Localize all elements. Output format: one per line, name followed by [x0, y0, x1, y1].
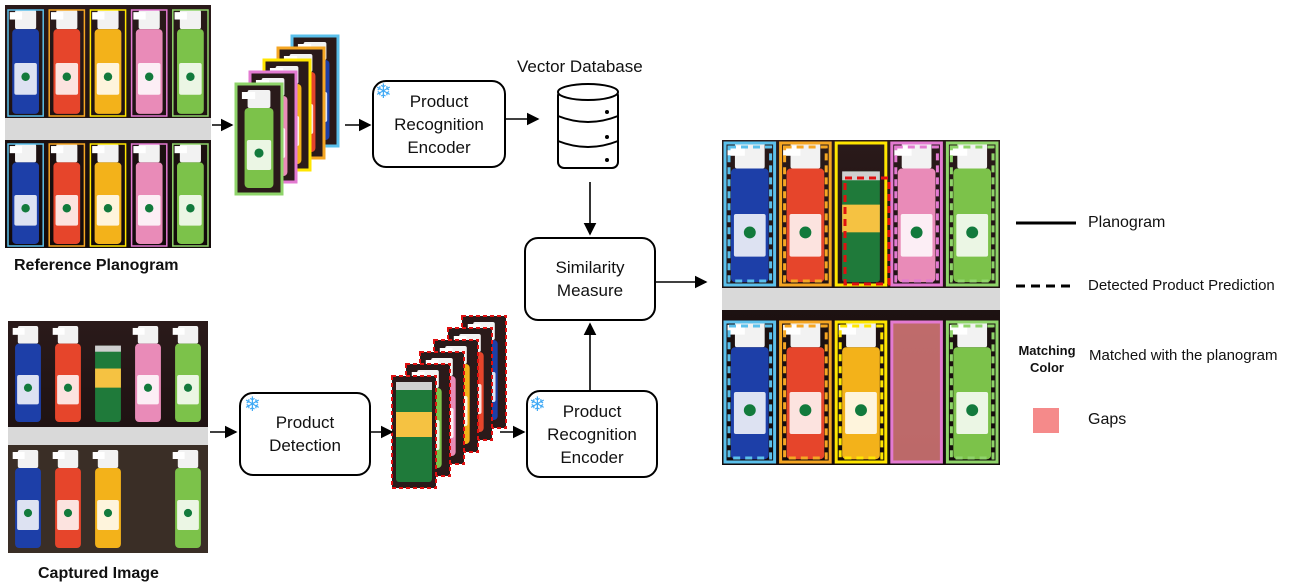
legend-graphics [1016, 221, 1076, 433]
output-annotated-shelf [722, 140, 1000, 465]
planogram-box [7, 9, 44, 117]
planogram-box [723, 320, 777, 464]
detection-box [894, 145, 939, 283]
legend-planogram-label: Planogram [1088, 214, 1166, 231]
planogram-box [130, 9, 168, 117]
detected-crop [391, 375, 437, 489]
detection-box [727, 145, 773, 283]
legend-detected-label: Detected Product Prediction [1088, 277, 1275, 294]
detection-box [838, 324, 884, 460]
captured-image-label: Captured Image [38, 565, 159, 582]
planogram-box [779, 320, 832, 464]
snowflake-icon: ❄ [244, 394, 261, 416]
legend-matching-desc: Matched with the planogram [1089, 347, 1278, 364]
gap-region [891, 322, 942, 462]
reference-planogram-image [5, 5, 211, 248]
planogram-box [89, 143, 127, 247]
vector-database-label: Vector Database [517, 57, 643, 76]
detection-box [949, 145, 995, 283]
planogram-box [834, 141, 888, 287]
planogram-box [48, 143, 86, 247]
planogram-box [834, 320, 888, 464]
reference-crops-stack [234, 34, 340, 196]
planogram-box [945, 141, 999, 287]
planogram-box [7, 143, 44, 247]
database-icon [557, 83, 619, 169]
detection-box [727, 324, 773, 460]
planogram-box [890, 320, 943, 464]
detection-box [783, 145, 828, 283]
planogram-box [48, 9, 86, 117]
detection-box [783, 324, 828, 460]
planogram-box [779, 141, 832, 287]
planogram-box [890, 141, 943, 287]
legend-gaps-label: Gaps [1088, 411, 1127, 428]
arrows [210, 112, 708, 439]
detected-crops-stack [391, 315, 507, 489]
planogram-box [723, 141, 777, 287]
planogram-box [89, 9, 127, 117]
snowflake-icon: ❄ [529, 394, 546, 416]
planogram-box [130, 143, 168, 247]
planogram-box [172, 143, 209, 247]
snowflake-icon: ❄ [375, 81, 392, 103]
detection-box [949, 324, 995, 460]
mismatch-detection-box [843, 176, 891, 286]
legend-gap-swatch [1033, 408, 1059, 433]
reference-crop [234, 82, 284, 196]
planogram-box [172, 9, 209, 117]
captured-image [8, 321, 208, 553]
planogram-box [945, 320, 999, 464]
reference-planogram-label: Reference Planogram [14, 257, 179, 274]
